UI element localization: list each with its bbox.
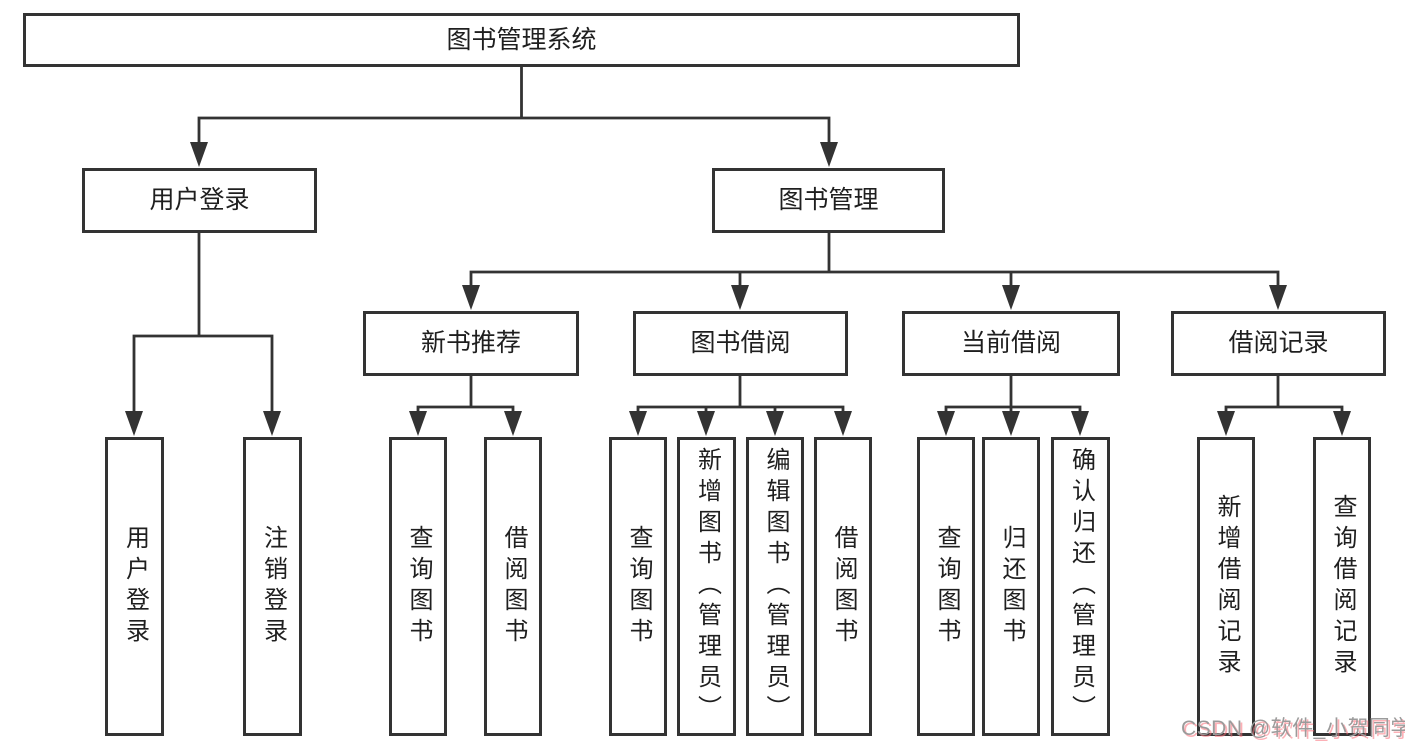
leaf-return-books: 归还图书 xyxy=(982,437,1040,736)
leaf-label: 借阅图书 xyxy=(830,524,857,649)
node-label: 用户登录 xyxy=(149,186,250,214)
leaf-label: 确认归还（管理员） xyxy=(1067,447,1095,726)
node-user-login: 用户登录 xyxy=(82,168,317,233)
leaf-logout: 注销登录 xyxy=(243,437,302,736)
leaf-borrow-books: 借阅图书 xyxy=(814,437,872,736)
node-new-book-recommend: 新书推荐 xyxy=(363,311,579,376)
edge-root-to-l2 xyxy=(197,116,831,150)
leaf-label: 查询图书 xyxy=(405,524,432,649)
leaf-label: 归还图书 xyxy=(998,524,1025,649)
node-book-management: 图书管理 xyxy=(712,168,945,233)
node-current-borrow: 当前借阅 xyxy=(902,311,1120,376)
node-label: 图书借阅 xyxy=(690,329,791,357)
node-root-library-system: 图书管理系统 xyxy=(23,13,1020,67)
node-label: 图书管理系统 xyxy=(446,25,597,54)
leaf-borrow-books-recommend: 借阅图书 xyxy=(484,437,542,736)
leaf-label: 借阅图书 xyxy=(500,524,527,649)
leaf-confirm-return-admin: 确认归还（管理员） xyxy=(1051,437,1110,736)
leaf-label: 编辑图书（管理员） xyxy=(762,447,789,726)
leaf-label: 新增借阅记录 xyxy=(1213,493,1240,680)
node-book-borrow: 图书借阅 xyxy=(633,311,848,376)
edge-userlogin-children xyxy=(132,334,274,416)
edge-bookborrow-children xyxy=(636,405,845,414)
leaf-label: 用户登录 xyxy=(121,524,149,649)
leaf-query-books-recommend: 查询图书 xyxy=(389,437,447,736)
leaf-query-borrow-record: 查询借阅记录 xyxy=(1313,437,1371,736)
leaf-query-books-current: 查询图书 xyxy=(917,437,975,736)
node-label: 新书推荐 xyxy=(420,329,521,357)
node-label: 借阅记录 xyxy=(1228,329,1329,357)
leaf-user-login: 用户登录 xyxy=(105,437,164,736)
edge-bookmgmt-children xyxy=(469,270,1280,288)
node-label: 当前借阅 xyxy=(960,329,1061,357)
node-borrow-records: 借阅记录 xyxy=(1171,311,1386,376)
edge-currentborrow-children xyxy=(944,405,1082,414)
leaf-add-books-admin: 新增图书（管理员） xyxy=(677,437,736,736)
edge-newbook-children xyxy=(416,405,515,414)
leaf-query-books-borrow: 查询图书 xyxy=(609,437,667,736)
leaf-add-borrow-record: 新增借阅记录 xyxy=(1197,437,1255,736)
csdn-watermark: CSDN @软件_小贺同学 xyxy=(1181,717,1405,740)
leaf-label: 新增图书（管理员） xyxy=(693,447,721,726)
leaf-label: 查询图书 xyxy=(933,524,960,649)
edge-borrowrecords-children xyxy=(1224,405,1344,414)
leaf-label: 查询借阅记录 xyxy=(1329,493,1356,680)
leaf-label: 查询图书 xyxy=(625,524,652,649)
node-label: 图书管理 xyxy=(778,186,879,214)
leaf-label: 注销登录 xyxy=(259,524,287,649)
arrowheads xyxy=(125,142,1351,436)
leaf-edit-books-admin: 编辑图书（管理员） xyxy=(746,437,804,736)
